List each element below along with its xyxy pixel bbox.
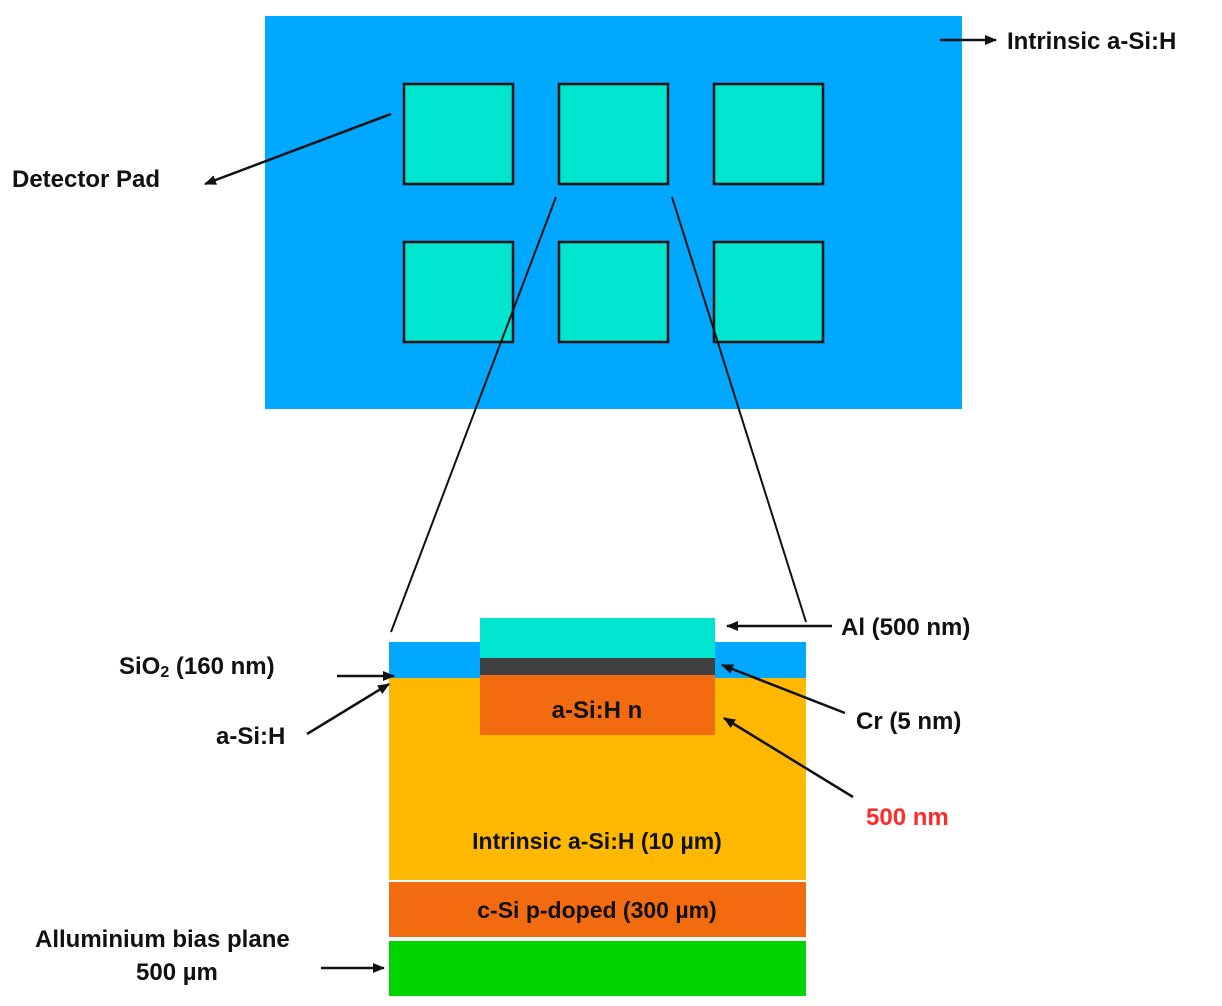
bias-plane-layer [389, 941, 806, 996]
n-layer-label: a-Si:H n [552, 697, 643, 724]
zoom-line-right [671, 196, 807, 623]
detector-pad [712, 82, 825, 186]
chromium-label: Cr (5 nm) [856, 708, 961, 735]
sio2-layer-left [389, 642, 480, 678]
n-layer-thickness-arrow [723, 716, 854, 799]
p-doped-layer [389, 882, 806, 937]
sio2-label-base: SiO [119, 653, 160, 680]
detector-pad [402, 82, 515, 186]
substrate-top-view [265, 16, 962, 409]
detector-pad [402, 240, 515, 344]
aluminium-layer [480, 618, 715, 658]
detector-pad [557, 240, 670, 344]
substrate-label: Intrinsic a-Si:H [1007, 28, 1176, 55]
detector-pad-grid [402, 82, 825, 344]
asih-label: a-Si:H [216, 723, 285, 750]
aluminium-label: Al (500 nm) [841, 614, 970, 641]
sio2-layer-right [715, 642, 806, 678]
detector-pad-arrow [204, 112, 392, 186]
detector-pad-label: Detector Pad [12, 166, 160, 193]
chromium-layer [480, 658, 715, 675]
detector-pad [712, 240, 825, 344]
zoom-line-left [390, 196, 557, 633]
intrinsic-layer-label: Intrinsic a-Si:H (10 µm) [472, 828, 722, 854]
p-doped-layer-label: c-Si p-doped (300 µm) [477, 897, 716, 923]
detector-pad [557, 82, 670, 186]
bias-plane-label-line2: 500 µm [136, 959, 218, 986]
sio2-label-subscript: 2 [160, 664, 169, 681]
n-layer-thickness-label: 500 nm [866, 804, 949, 831]
sio2-label-thickness: (160 nm) [169, 653, 274, 680]
sio2-label: SiO2 (160 nm) [119, 653, 275, 681]
n-layer [480, 675, 715, 735]
chromium-arrow [721, 663, 846, 715]
asih-arrow [306, 682, 390, 736]
bias-plane-label-line1: Alluminium bias plane [35, 926, 290, 953]
